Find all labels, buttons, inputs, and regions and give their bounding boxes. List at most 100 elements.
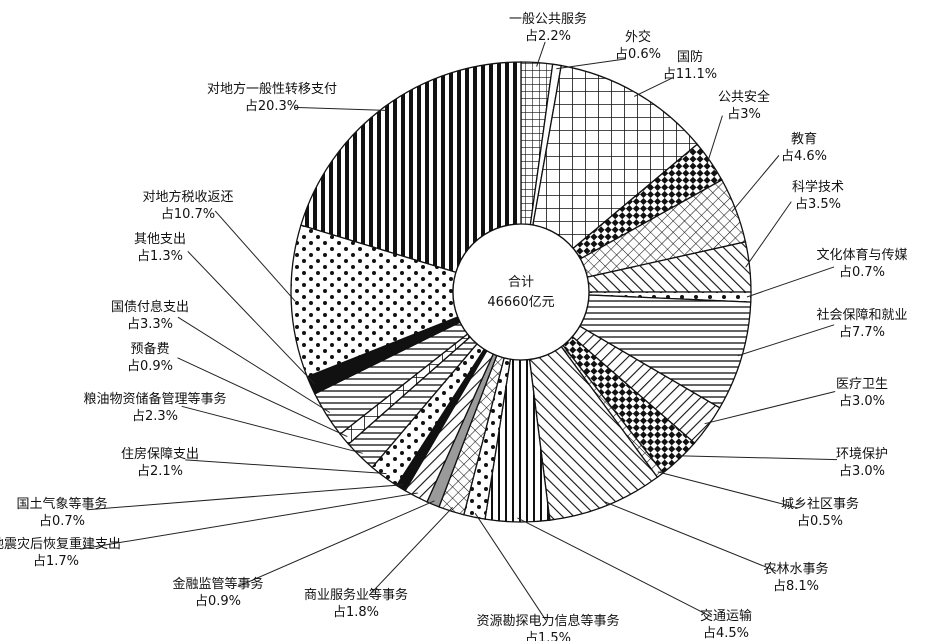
leader-line-19 <box>185 459 387 475</box>
slice-value: 占1.5% <box>525 631 571 641</box>
leader-line-14 <box>474 513 547 621</box>
leader-line-5 <box>731 155 780 212</box>
slice-value: 占1.7% <box>33 554 79 569</box>
slice-name: 医疗卫生 <box>836 377 888 392</box>
slice-value: 占10.7% <box>161 207 215 222</box>
slice-name: 社会保障和就业 <box>816 307 907 323</box>
leader-line-11 <box>657 471 798 509</box>
slice-name: 交通运输 <box>700 608 752 624</box>
slice-value: 占3.0% <box>839 464 885 479</box>
slice-value: 占0.6% <box>615 47 661 62</box>
leader-line-3 <box>633 77 674 97</box>
slice-name: 国土气象等事务 <box>16 496 107 512</box>
leader-line-23 <box>187 251 315 385</box>
leader-line-15 <box>368 507 453 596</box>
leader-line-24 <box>214 210 296 302</box>
slice-name: 农林水事务 <box>763 561 828 577</box>
leader-line-4 <box>706 115 723 164</box>
slice-value: 占1.3% <box>137 249 183 264</box>
leader-line-9 <box>704 391 836 425</box>
slice-name: 城乡社区事务 <box>781 496 859 512</box>
leader-line-22 <box>177 316 331 413</box>
slice-value: 占4.6% <box>781 149 827 164</box>
slice-value: 占7.7% <box>839 325 885 340</box>
leader-line-20 <box>181 405 363 454</box>
center-label-title: 合计 <box>508 275 534 290</box>
leader-line-13 <box>517 517 712 618</box>
slice-name: 其他支出 <box>134 232 186 247</box>
slice-name: 地震灾后恢复重建支出 <box>0 536 121 552</box>
slice-name: 金融监管等事务 <box>172 576 263 592</box>
leader-line-12 <box>604 501 777 572</box>
slice-value: 占3.0% <box>839 394 885 409</box>
slice-name: 公共安全 <box>718 89 770 105</box>
slice-name: 外交 <box>625 29 651 45</box>
leader-line-10 <box>676 455 838 461</box>
slice-name: 文化体育与传媒 <box>816 247 907 263</box>
slice-value: 占3% <box>727 107 761 122</box>
leader-line-2 <box>556 58 626 70</box>
slice-name: 环境保护 <box>836 447 888 462</box>
slice-value: 占0.7% <box>839 265 885 280</box>
slice-name: 对地方税收返还 <box>142 189 233 205</box>
slice-name: 预备费 <box>130 341 169 357</box>
slice-name: 国债付息支出 <box>111 299 189 315</box>
leader-line-16 <box>237 500 435 587</box>
slice-value: 占11.1% <box>663 67 717 82</box>
slice-value: 占4.5% <box>703 626 749 641</box>
slice-name: 一般公共服务 <box>509 11 587 27</box>
slice-name: 资源勘探电力信息等事务 <box>476 613 619 629</box>
slice-value: 占3.3% <box>127 317 173 332</box>
leader-line-1 <box>536 41 546 67</box>
slice-value: 占0.9% <box>195 594 241 609</box>
leader-line-8 <box>737 324 835 357</box>
slice-name: 教育 <box>791 131 817 147</box>
slice-value: 占1.8% <box>333 605 379 620</box>
slice-name: 国防 <box>677 49 703 65</box>
center-label-total: 46660亿元 <box>487 295 554 310</box>
leader-line-21 <box>177 357 348 438</box>
leader-line-7 <box>746 266 835 298</box>
slice-name: 对地方一般性转移支付 <box>207 81 337 97</box>
slice-name: 住房保障支出 <box>121 446 199 462</box>
slice-name: 科学技术 <box>792 179 844 195</box>
slice-value: 占2.1% <box>137 464 183 479</box>
leader-line-6 <box>745 201 792 268</box>
donut-center-hole <box>452 223 590 361</box>
slice-value: 占2.3% <box>132 409 178 424</box>
leader-line-17 <box>80 492 418 550</box>
slice-name: 商业服务业等事务 <box>304 587 408 603</box>
slice-value: 占8.1% <box>773 579 819 594</box>
leader-line-18 <box>87 484 403 511</box>
leader-line-25 <box>294 106 387 111</box>
slice-value: 占3.5% <box>795 197 841 212</box>
slice-value: 占2.2% <box>525 29 571 44</box>
slice-name: 粮油物资储备管理等事务 <box>83 391 226 407</box>
slice-value: 占20.3% <box>245 99 299 114</box>
